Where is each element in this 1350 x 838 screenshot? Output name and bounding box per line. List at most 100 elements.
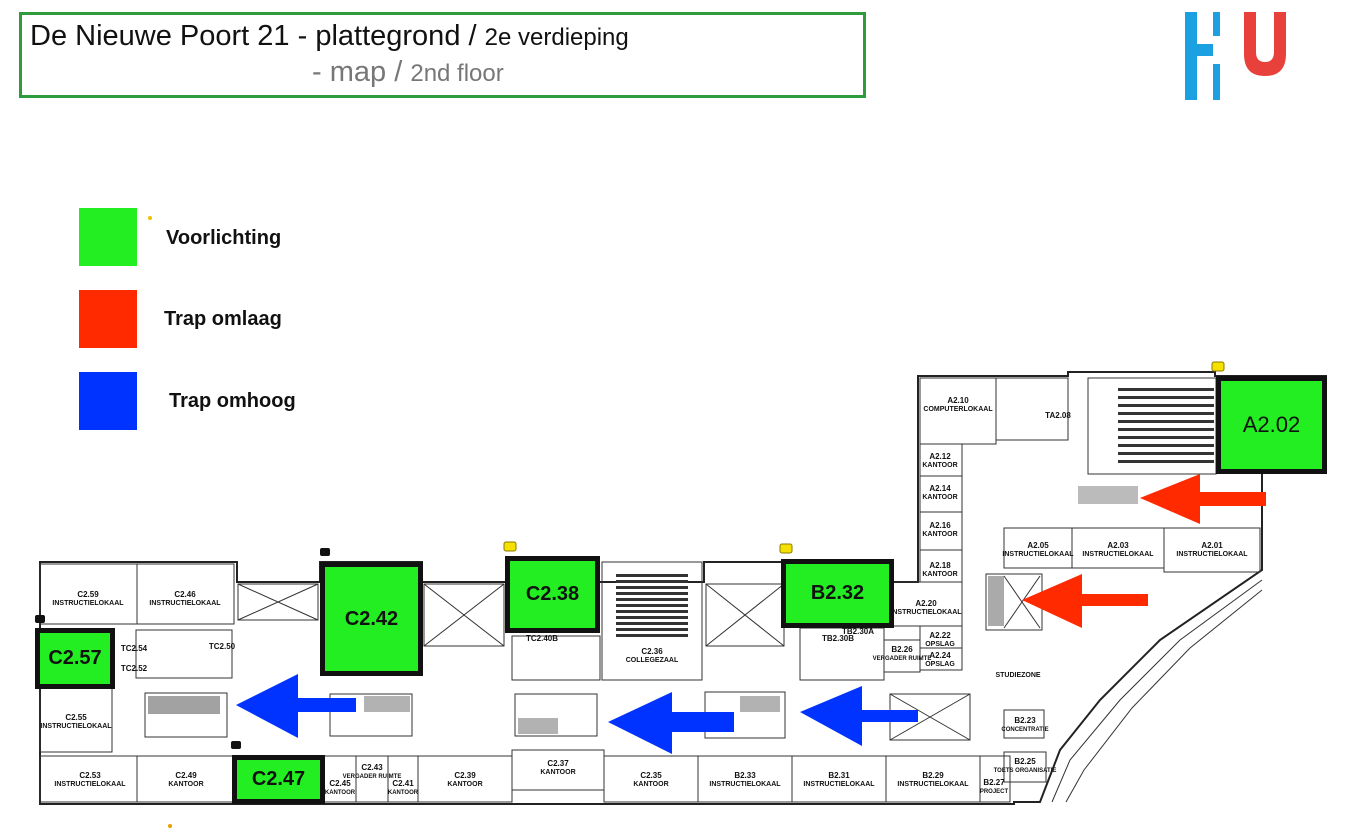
subtitle-slash: /: [394, 56, 403, 88]
room-id-c235: C2.35: [640, 771, 662, 780]
room-id-a216: A2.16: [929, 521, 951, 530]
staircase-a202: [1078, 486, 1138, 504]
arrow-down-a202: [1140, 474, 1266, 524]
arrow-down-a-wing: [1022, 574, 1148, 628]
info-room-c242-label: C2.42: [344, 607, 399, 630]
subtitle-separator: -: [312, 56, 322, 88]
room-id-a212: A2.12: [929, 452, 951, 461]
toilets-west: [135, 629, 233, 679]
room-label-b231: INSTRUCTIELOKAAL: [803, 781, 875, 788]
info-room-c242[interactable]: C2.42: [320, 562, 423, 676]
staircase-c238: [514, 693, 598, 737]
room-label-a210: COMPUTERLOKAAL: [923, 406, 993, 413]
logo-h-left-bar: [1185, 12, 1197, 100]
room-id-a220: A2.20: [915, 599, 937, 608]
toilets-b232: [799, 627, 885, 681]
info-room-c238[interactable]: C2.38: [505, 556, 600, 633]
pin-a202: [1211, 361, 1225, 372]
room-label-a218: KANTOOR: [922, 571, 957, 578]
room-id-a214: A2.14: [929, 484, 951, 493]
logo-h-crossbar: [1197, 44, 1213, 56]
room-label-a214: KANTOOR: [922, 494, 957, 501]
title-floor: 2e verdieping: [484, 24, 629, 51]
room-id-a218: A2.18: [929, 561, 951, 570]
staircase-west: [144, 692, 228, 738]
legend-label-trap-omlaag: Trap omlaag: [164, 308, 282, 330]
room-label-a222: OPSLAG: [925, 641, 955, 648]
subtitle-floor: 2nd floor: [410, 60, 504, 87]
room-id-c253: C2.53: [79, 771, 101, 780]
void-1: [237, 583, 319, 621]
info-room-a202-label: A2.02: [1242, 412, 1301, 437]
room-id-tc240b: TC2.40B: [526, 634, 558, 643]
room-id-b229: B2.29: [922, 771, 944, 780]
info-room-a202[interactable]: A2.02: [1216, 376, 1327, 474]
room-label-a203: INSTRUCTIELOKAAL: [1082, 551, 1154, 558]
room-id-c239: C2.39: [454, 771, 476, 780]
room-id-b231: B2.31: [828, 771, 850, 780]
room-label-a212: KANTOOR: [922, 462, 957, 469]
logo-u: [1244, 12, 1286, 76]
logo-h-right-bottom: [1213, 64, 1220, 100]
room-id-tc252: TC2.52: [121, 664, 148, 673]
room-label-c241: KANTOOR: [388, 790, 419, 796]
room-id-c243: C2.43: [361, 763, 383, 772]
room-label-a216: KANTOOR: [922, 531, 957, 538]
info-room-c257[interactable]: C2.57: [35, 628, 115, 689]
room-id-c255: C2.55: [65, 713, 87, 722]
room-label-a205: INSTRUCTIELOKAAL: [1002, 551, 1074, 558]
room-id-tb230b: TB2.30B: [822, 634, 854, 643]
room-id-a201: A2.01: [1201, 541, 1223, 550]
room-b225: [1003, 751, 1047, 783]
room-label-c237: KANTOOR: [540, 769, 575, 776]
room-label-b225: TOETS ORGANISATIE: [994, 768, 1057, 774]
room-id-c259: C2.59: [77, 590, 99, 599]
room-label-a201: INSTRUCTIELOKAAL: [1176, 551, 1248, 558]
legend-label-trap-omhoog: Trap omhoog: [169, 390, 296, 412]
legend-swatch-trap-omhoog: [79, 372, 137, 430]
info-room-c257-label: C2.57: [48, 647, 102, 669]
room-id-c236: C2.36: [641, 647, 663, 656]
room-label-a224: OPSLAG: [925, 661, 955, 668]
room-b223: [1003, 709, 1045, 739]
room-id-a205: A2.05: [1027, 541, 1049, 550]
room-label-c246: INSTRUCTIELOKAAL: [149, 600, 221, 607]
title-box: [19, 12, 866, 98]
subtitle-map: map: [329, 56, 387, 88]
staircase-west-steps: [148, 696, 220, 714]
info-room-c247[interactable]: C2.47: [232, 755, 325, 804]
info-room-b232-label: B2.32: [810, 582, 865, 604]
arrow-up-center: [608, 692, 734, 754]
room-id-a224: A2.24: [929, 651, 951, 660]
room-label-a220: INSTRUCTIELOKAAL: [890, 609, 962, 616]
title-plan: plattegrond: [315, 20, 461, 52]
room-label-c245: KANTOOR: [325, 790, 356, 796]
pin-b232: [779, 543, 793, 554]
room-a201: [1163, 527, 1261, 573]
pin-c247: [231, 741, 241, 749]
room-id-c246: C2.46: [174, 590, 196, 599]
room-id-b225: B2.25: [1014, 757, 1036, 766]
pin-c257: [35, 615, 45, 623]
room-id-b233: B2.33: [734, 771, 756, 780]
arrow-up-east: [800, 686, 918, 746]
title-building: De Nieuwe Poort 21: [30, 20, 290, 52]
room-id-a210: A2.10: [947, 396, 969, 405]
room-label-c253: INSTRUCTIELOKAAL: [54, 781, 126, 788]
room-id-ta208: TA2.08: [1045, 411, 1071, 420]
hu-logo: [1185, 12, 1286, 100]
info-room-b232[interactable]: B2.32: [781, 559, 894, 628]
room-label-b227: PROJECT: [980, 789, 1009, 795]
room-label-b229: INSTRUCTIELOKAAL: [897, 781, 969, 788]
room-id-b226: B2.26: [891, 645, 913, 654]
pin-c242: [320, 548, 330, 556]
room-label-c235: KANTOOR: [633, 781, 668, 788]
auditorium-a202: [1087, 377, 1217, 475]
void-2: [423, 583, 505, 647]
room-id-c245: C2.45: [329, 779, 351, 788]
room-id-c241: C2.41: [392, 779, 414, 788]
room-id-b223: B2.23: [1014, 716, 1036, 725]
room-label-c255: INSTRUCTIELOKAAL: [40, 723, 112, 730]
title-slash: /: [468, 20, 477, 52]
